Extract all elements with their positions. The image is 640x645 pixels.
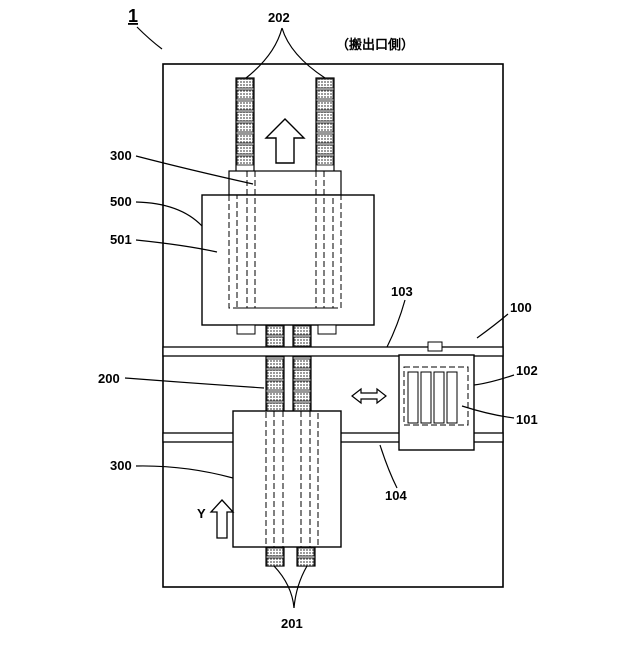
belt-segment [237,123,253,132]
carriage-102 [399,355,474,450]
label-501: 501 [110,232,132,247]
label-201: 201 [281,616,303,631]
belt-segment [237,79,253,88]
belt-segment [267,337,283,346]
belt-segment [267,558,283,566]
leader-103 [387,300,405,347]
belt-segment [267,370,283,379]
conveyor-202-left [236,78,254,172]
y-arrow-icon [211,500,233,538]
belt-segment [317,79,333,88]
double-arrow-icon [352,389,386,403]
label-500: 500 [110,194,132,209]
foot-right [318,325,336,334]
belt-segment [298,548,314,556]
up-arrow-icon [266,119,304,163]
conveyor-200-left [266,325,284,412]
belt-segment [298,558,314,566]
label-103: 103 [391,284,413,299]
unit-500-block [202,195,374,325]
belt-segment [237,101,253,110]
leader-104 [380,445,397,488]
belt-segment [237,90,253,99]
conveyor-201-right [297,547,315,566]
label-104: 104 [385,488,407,503]
belt-segment [317,134,333,143]
rail-103-knob [428,342,442,351]
label-200: 200 [98,371,120,386]
label-202: 202 [268,10,290,25]
belt-segment [237,112,253,121]
leader-200 [125,378,264,388]
foot-left [237,325,255,334]
belt-segment [317,156,333,165]
tray-300-bottom [233,411,341,547]
belt-segment [267,381,283,390]
belt-segment [317,123,333,132]
belt-segment [237,134,253,143]
belt-segment [317,112,333,121]
belt-segment [237,145,253,154]
exit-side-label: （搬出口側） [336,37,414,52]
belt-segment [317,90,333,99]
leader-300-bottom [136,466,233,478]
conveyor-202-right [316,78,334,172]
belt-segment [267,359,283,368]
leader-500 [136,202,202,226]
device-ref-label: 1 [128,6,138,26]
belt-segment [267,392,283,401]
belt-segment [294,326,310,335]
label-100: 100 [510,300,532,315]
belt-segment [294,337,310,346]
belt-segment [294,370,310,379]
leader-1 [137,27,162,49]
conveyor-201-left [266,547,284,566]
belt-segment [294,359,310,368]
leader-202-left [246,28,282,78]
label-102: 102 [516,363,538,378]
leader-202-right [282,28,325,78]
belt-segment [317,145,333,154]
leader-102 [474,375,514,385]
belt-segment [267,548,283,556]
belt-segment [267,326,283,335]
conveyor-200-right [293,325,311,412]
belt-segment [294,381,310,390]
label-300-top: 300 [110,148,132,163]
label-300-bottom: 300 [110,458,132,473]
belt-segment [237,156,253,165]
label-101: 101 [516,412,538,427]
belt-segment [294,392,310,401]
axis-y-label: Y [197,506,206,521]
belt-segment [317,101,333,110]
